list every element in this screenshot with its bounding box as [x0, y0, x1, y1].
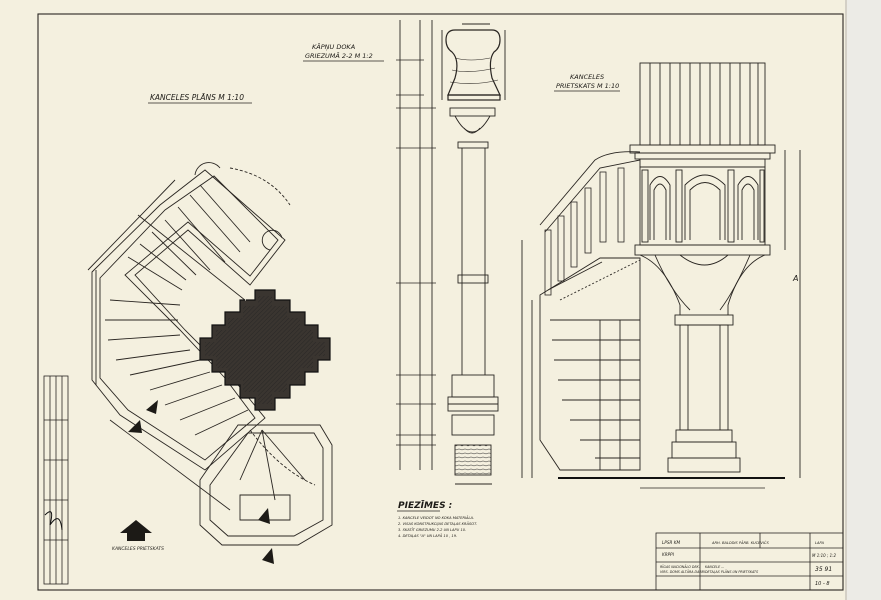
tb-col-header: ARH. BALODIS PĀRB. KUCEVIČS	[711, 540, 770, 545]
section-title-2: GRIEZUMĀ 2-2 M 1:2	[305, 51, 373, 60]
tb-object-1: RĪGAS NACIONĀLO DEK.	[660, 564, 700, 569]
tb-sheet-title-1: KANCELE ...	[705, 565, 724, 569]
tb-stage: LAPA	[815, 541, 824, 545]
tb-org-2: KRPPI	[662, 552, 675, 557]
title-block	[43, 375, 844, 591]
signature-mark	[44, 511, 63, 531]
plan-title: KANCELES PLĀNS M 1:10	[150, 93, 244, 102]
notes-title: PIEZĪMES :	[398, 500, 452, 511]
arrow-label: KANCELES PRIETSKATS	[112, 546, 164, 552]
detail-marker-a: A	[792, 274, 798, 283]
elevation-view	[521, 62, 801, 478]
tb-scale: M 1:10 ; 1:2	[812, 553, 836, 558]
tb-org-1: LPSR KM	[662, 540, 681, 545]
elevation-title-1: KANCELES	[570, 73, 604, 81]
tb-sheet-no: 35 91	[815, 566, 832, 573]
note-2: 2. VISAS KONSTRUKCIJAS DETAĻAS KRĀSOT.	[398, 521, 477, 526]
section-arrow-1	[128, 420, 142, 433]
note-1: 1. KANCELE VEIDOT NO KOKA MATERIĀLA.	[398, 515, 474, 520]
tb-sheet-title-2: DETAĻAS PLĀNS UN PRIETSKATS	[705, 569, 758, 574]
drawing-border	[37, 13, 844, 591]
section-arrow-4	[262, 548, 274, 564]
section-title-1: KĀPŅU DOKA	[312, 42, 355, 51]
view-direction-arrow	[120, 520, 152, 541]
section-arrow-3	[258, 508, 270, 524]
note-4: 4. DETAĻAS "A" UN LAPĀ 10 , 19.	[398, 533, 457, 538]
note-3: 3. SKATĪT GRIEZUMU 2-2 UN LAPU 10.	[398, 527, 466, 532]
tb-index: 10 - 8	[815, 581, 830, 587]
tb-object-2: VIRS. DOMS ALTĀRA DARBI	[660, 569, 705, 574]
elevation-title-2: PRIETSKATS M 1:10	[556, 82, 619, 90]
section-arrow-2	[146, 400, 158, 414]
plan-view	[87, 162, 333, 546]
